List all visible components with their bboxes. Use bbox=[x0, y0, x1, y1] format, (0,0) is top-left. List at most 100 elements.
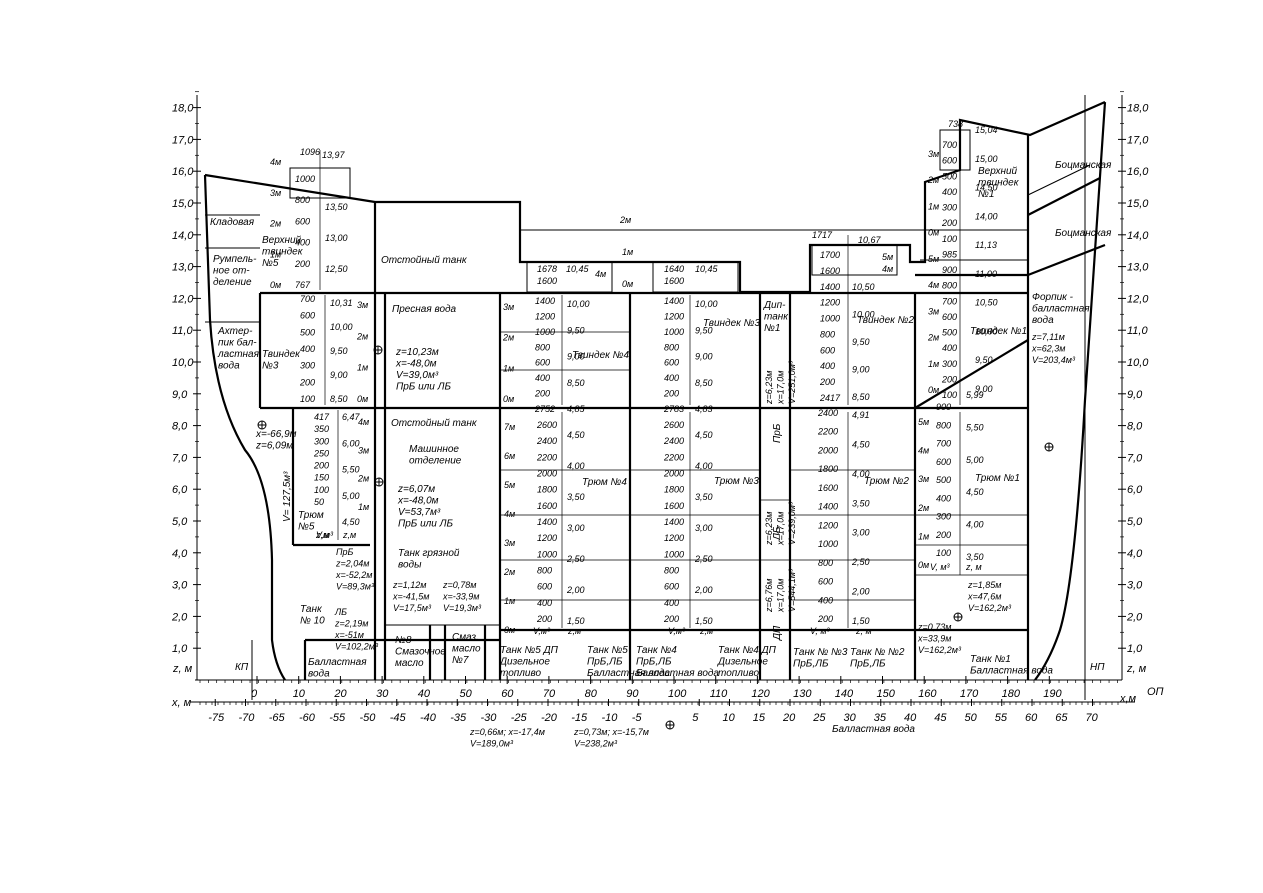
table-z: 2,50 bbox=[851, 557, 870, 567]
table-value: 1200 bbox=[664, 311, 684, 321]
text-line: Твиндек №1 bbox=[970, 326, 1027, 337]
x-metre-label: 30 bbox=[844, 712, 857, 724]
text-line: Балластная вода bbox=[587, 668, 670, 679]
table-z: 3,50 bbox=[852, 498, 870, 508]
np-marker: НП bbox=[1090, 662, 1105, 673]
text-line: ПрБ,ЛБ bbox=[636, 657, 672, 668]
table-z: 14,00 bbox=[975, 211, 998, 221]
table-m: 7м bbox=[504, 422, 515, 432]
table-value: 2600 bbox=[663, 420, 684, 430]
table-z: 4,83 bbox=[695, 404, 713, 414]
table-value: 600 bbox=[936, 457, 951, 467]
table-z: 9,50 bbox=[567, 325, 585, 335]
frame-label: 190 bbox=[1043, 688, 1062, 700]
table-foot: z,м bbox=[567, 626, 581, 636]
op-label: ОП bbox=[1147, 686, 1164, 698]
table-value: 1000 bbox=[820, 314, 840, 324]
text-line: ПрБ,ЛБ bbox=[793, 659, 829, 670]
table-z: 9,00 bbox=[852, 365, 870, 375]
text-line: x=-51м bbox=[334, 630, 364, 640]
table-value: 300 bbox=[936, 512, 951, 522]
table-z: 8,50 bbox=[852, 392, 870, 402]
table-m: 4м bbox=[928, 280, 939, 290]
y-tick-label-right: 13,0 bbox=[1127, 262, 1149, 274]
table-value: 700 bbox=[300, 294, 315, 304]
table-z: 10,45 bbox=[566, 264, 590, 274]
frame-label: 10 bbox=[293, 688, 306, 700]
table-m: 0м bbox=[357, 394, 368, 404]
text-line: № 10 bbox=[300, 616, 325, 627]
y-tick-label-left: 9,0 bbox=[172, 389, 188, 401]
table-value: 2600 bbox=[536, 420, 557, 430]
table-value: 100 bbox=[942, 390, 957, 400]
frame-label: 110 bbox=[710, 688, 728, 700]
table-value: 1800 bbox=[537, 485, 557, 495]
table-value: 400 bbox=[942, 187, 957, 197]
z-axis-label-right: z, м bbox=[1126, 663, 1147, 675]
y-tick-label-left: 4,0 bbox=[172, 548, 188, 560]
text-line: x=-33,9м bbox=[442, 592, 479, 602]
table-value: 900 bbox=[942, 265, 957, 275]
table-value: 800 bbox=[818, 558, 833, 568]
x-metre-label: -75 bbox=[208, 712, 225, 724]
text-line: Балластная вода bbox=[636, 668, 719, 679]
x-metre-label: -35 bbox=[450, 712, 467, 724]
text-line: z=6,07м bbox=[397, 484, 435, 495]
table-value: 1717 bbox=[812, 230, 833, 240]
frame-label: 150 bbox=[877, 688, 896, 700]
text-line: Ахтер- bbox=[217, 326, 253, 337]
table-value: 1000 bbox=[664, 549, 684, 559]
table-value: 500 bbox=[942, 328, 957, 338]
table-z: 5,99 bbox=[966, 390, 984, 400]
text-line: вода bbox=[308, 669, 330, 680]
table-z: 9,50 bbox=[975, 355, 993, 365]
label-hold-3: Трюм №3 bbox=[714, 476, 759, 487]
text-line: z=2,04м bbox=[335, 559, 369, 569]
table-z: 6,00 bbox=[342, 438, 360, 448]
bulkheads bbox=[205, 135, 1091, 680]
frame-label: 20 bbox=[333, 688, 347, 700]
y-tick-label-right: 16,0 bbox=[1127, 166, 1149, 178]
table-z: 5,00 bbox=[966, 455, 984, 465]
table-z: 10,50 bbox=[975, 298, 998, 308]
table-z: 8,50 bbox=[567, 378, 585, 388]
table-value: 800 bbox=[664, 342, 679, 352]
fore-deck-b bbox=[914, 339, 1029, 409]
table-m: 3м bbox=[928, 149, 939, 159]
table-value: 800 bbox=[820, 329, 835, 339]
table-z: 10,45 bbox=[695, 264, 719, 274]
text-line: ПрБ или ЛБ bbox=[398, 519, 453, 530]
text-line: x=-66,9м bbox=[255, 429, 297, 440]
text-line: твиндек bbox=[262, 247, 304, 258]
table-value: 2000 bbox=[663, 469, 684, 479]
table-value: 200 bbox=[313, 461, 329, 471]
table-z: 3,50 bbox=[567, 492, 585, 502]
frame-label: 50 bbox=[460, 688, 473, 700]
text-line: ное от- bbox=[213, 266, 250, 277]
y-tick-label-left: 18,0 bbox=[172, 103, 194, 115]
table-foot: z, м bbox=[855, 626, 872, 636]
table-value: 200 bbox=[817, 614, 833, 624]
table-m: 2м bbox=[356, 331, 368, 341]
x-metre-label: -10 bbox=[602, 712, 619, 724]
table-value: 500 bbox=[300, 327, 315, 337]
table-m: 3м bbox=[504, 538, 515, 548]
table-m: 2м bbox=[269, 219, 281, 229]
text-line: z=7,11м bbox=[1031, 332, 1065, 342]
text-line: ПрБ,ЛБ bbox=[850, 659, 886, 670]
table-value: 985 bbox=[942, 249, 958, 259]
table-z: 4,50 bbox=[342, 517, 360, 527]
table-z: 2,00 bbox=[851, 587, 870, 597]
side-lb: ЛБ bbox=[772, 526, 783, 541]
table-value: 1400 bbox=[818, 502, 838, 512]
table-m: 4м bbox=[504, 509, 515, 519]
table-z: 3,00 bbox=[695, 523, 713, 533]
